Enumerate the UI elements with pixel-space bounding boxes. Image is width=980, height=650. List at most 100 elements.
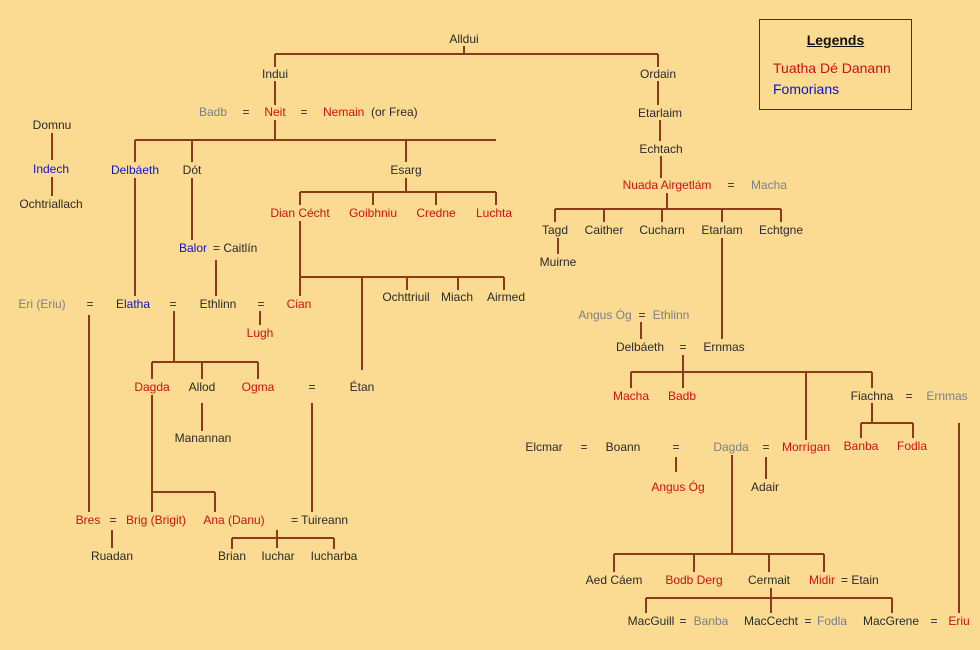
person-label: Macha bbox=[613, 389, 649, 403]
person-label: = bbox=[727, 178, 734, 192]
person-label: Cian bbox=[287, 297, 312, 311]
person-label: Dót bbox=[183, 163, 202, 177]
person-label: Bodb Derg bbox=[665, 573, 722, 587]
person-label: Airmed bbox=[487, 290, 525, 304]
person-label: Ernmas bbox=[703, 340, 744, 354]
person-label: Fodla bbox=[817, 614, 847, 628]
person-label: Ruadan bbox=[91, 549, 133, 563]
person-label: Balor bbox=[179, 241, 207, 255]
person-label: Dian Cécht bbox=[270, 206, 330, 220]
person-label: Fodla bbox=[897, 439, 927, 453]
person-label: (or Frea) bbox=[371, 105, 418, 119]
person-label: Adair bbox=[751, 480, 779, 494]
person-label: Indui bbox=[262, 67, 288, 81]
person-label: Lugh bbox=[247, 326, 274, 340]
person-label: Esarg bbox=[390, 163, 421, 177]
person-label: Ethlinn bbox=[653, 308, 690, 322]
legend-item-fomorians: Fomorians bbox=[773, 81, 840, 97]
person-label: Nuada Airgetlám bbox=[623, 178, 712, 192]
person-label: Caither bbox=[585, 223, 624, 237]
person-label: Allod bbox=[189, 380, 216, 394]
person-label: Banba bbox=[844, 439, 879, 453]
person-label: Brian bbox=[218, 549, 246, 563]
person-label: Alldui bbox=[449, 32, 478, 46]
person-label: Echtach bbox=[639, 142, 682, 156]
person-label: Brig (Brigit) bbox=[126, 513, 186, 527]
person-label: Indech bbox=[33, 162, 69, 176]
person-label: Midir bbox=[809, 573, 835, 587]
person-label: Domnu bbox=[33, 118, 72, 132]
person-label: = bbox=[169, 297, 176, 311]
person-label: Cermait bbox=[748, 573, 791, 587]
person-label: Iucharba bbox=[311, 549, 358, 563]
person-label: = bbox=[679, 614, 686, 628]
person-label: Ogma bbox=[242, 380, 275, 394]
person-label: Nemain bbox=[323, 105, 364, 119]
person-label: Tagd bbox=[542, 223, 568, 237]
person-label: = bbox=[300, 105, 307, 119]
person-label: Banba bbox=[694, 614, 729, 628]
person-label: Cucharn bbox=[639, 223, 684, 237]
person-label: = bbox=[930, 614, 937, 628]
person-label: MacCecht bbox=[744, 614, 799, 628]
person-label: Angus Óg bbox=[578, 307, 631, 322]
person-label: Morrígan bbox=[782, 440, 830, 454]
person-label: Badb bbox=[668, 389, 696, 403]
person-label: Macha bbox=[751, 178, 787, 192]
person-label: = bbox=[308, 380, 315, 394]
person-label: = bbox=[109, 513, 116, 527]
legend-title: Legends bbox=[806, 32, 865, 48]
person-label: Ochttriuil bbox=[382, 290, 429, 304]
person-label: Ordain bbox=[640, 67, 676, 81]
person-label: = Etain bbox=[841, 573, 879, 587]
person-label: Goibhniu bbox=[349, 206, 397, 220]
person-label: Manannan bbox=[175, 431, 232, 445]
person-label: Eriu bbox=[948, 614, 969, 628]
person-label: = bbox=[905, 389, 912, 403]
person-label: = bbox=[804, 614, 811, 628]
person-label: Credne bbox=[416, 206, 456, 220]
person-label: Fiachna bbox=[851, 389, 894, 403]
person-label: = bbox=[672, 440, 679, 454]
person-label: = bbox=[762, 440, 769, 454]
person-label: Étan bbox=[350, 379, 375, 394]
person-label: MacGuill bbox=[628, 614, 675, 628]
person-label: = Tuireann bbox=[291, 513, 348, 527]
person-label: = bbox=[86, 297, 93, 311]
person-label: Ethlinn bbox=[200, 297, 237, 311]
person-label: Iuchar bbox=[261, 549, 294, 563]
person-label: Delbáeth bbox=[111, 163, 159, 177]
person-label: Bres bbox=[76, 513, 101, 527]
legend-item-tuatha: Tuatha Dé Danann bbox=[773, 60, 891, 76]
person-label: Dagda bbox=[713, 440, 749, 454]
person-label: Delbáeth bbox=[616, 340, 664, 354]
person-label: Dagda bbox=[134, 380, 170, 394]
person-label: = bbox=[257, 297, 264, 311]
person-label: Miach bbox=[441, 290, 473, 304]
legend-box: Legends Tuatha Dé Danann Fomorians bbox=[759, 19, 912, 110]
person-label: Ernmas bbox=[926, 389, 967, 403]
person-label: = bbox=[638, 308, 645, 322]
person-label: = bbox=[242, 105, 249, 119]
person-label: Angus Óg bbox=[651, 479, 704, 494]
person-label: = bbox=[580, 440, 587, 454]
person-label: Eri (Eriu) bbox=[18, 297, 65, 311]
person-label: Luchta bbox=[476, 206, 512, 220]
person-label: Elatha bbox=[116, 297, 150, 311]
person-label: = bbox=[679, 340, 686, 354]
person-label: Ana (Danu) bbox=[203, 513, 264, 527]
person-label: Etarlaim bbox=[638, 106, 682, 120]
person-label: Elcmar bbox=[525, 440, 562, 454]
person-label: Etarlam bbox=[701, 223, 742, 237]
connector-lines bbox=[51, 46, 960, 613]
person-label: Badb bbox=[199, 105, 227, 119]
person-label: Muirne bbox=[540, 255, 577, 269]
person-label: Neit bbox=[264, 105, 286, 119]
person-label: MacGrene bbox=[863, 614, 919, 628]
person-label: Echtgne bbox=[759, 223, 803, 237]
person-label: Aed Cáem bbox=[586, 573, 643, 587]
person-label: Ochtriallach bbox=[19, 197, 82, 211]
person-label: Boann bbox=[606, 440, 641, 454]
